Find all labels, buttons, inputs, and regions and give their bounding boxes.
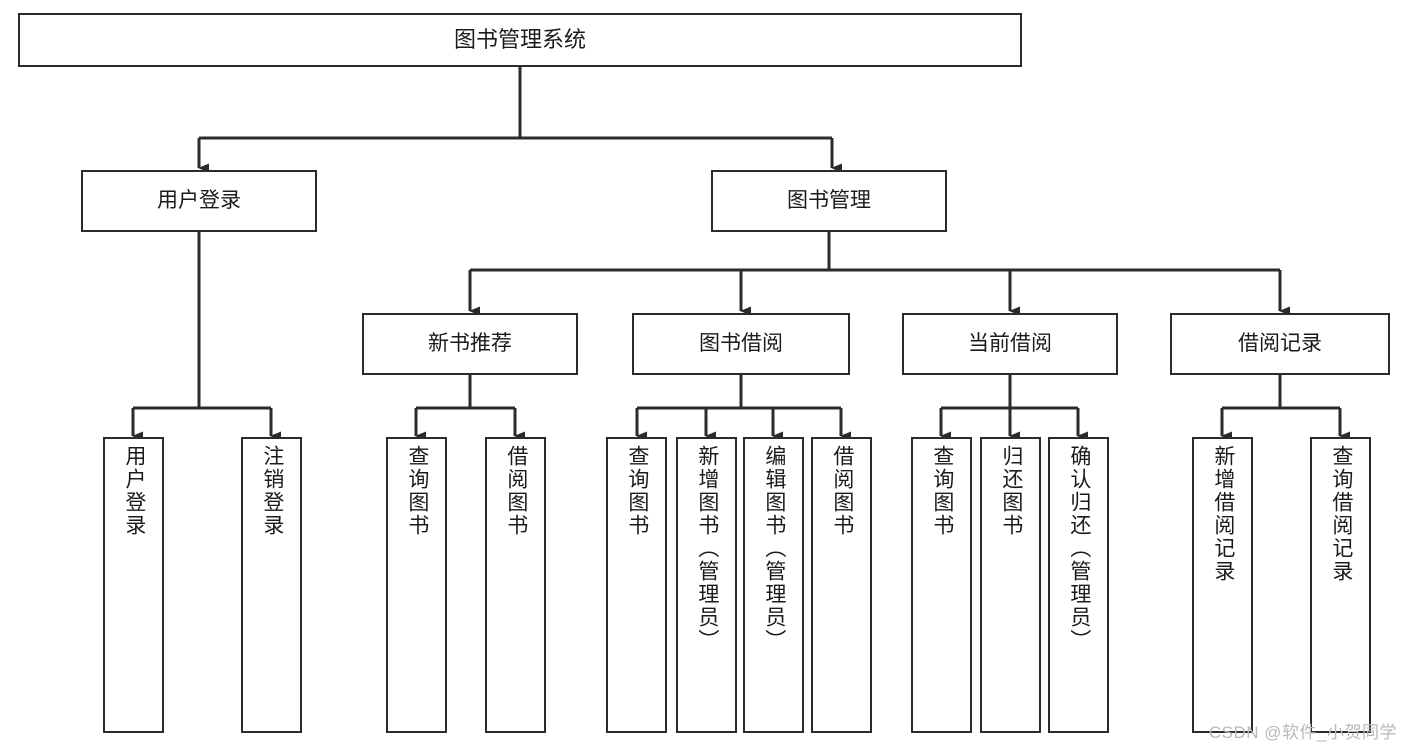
leaf-borrow-book-2[interactable]: 借阅图书 [811,437,872,733]
node-user-login[interactable]: 用户登录 [81,170,317,232]
leaf-add-book[interactable]: 新增图书（管理员） [676,437,737,733]
leaf-query-book-3[interactable]: 查询图书 [911,437,972,733]
leaf-borrow-book-1[interactable]: 借阅图书 [485,437,546,733]
watermark-text: CSDN @软件_小贺同学 [1208,723,1397,742]
leaf-confirm-return[interactable]: 确认归还（管理员） [1048,437,1109,733]
leaf-edit-book[interactable]: 编辑图书（管理员） [743,437,804,733]
node-user-login-label: 用户登录 [157,188,241,212]
node-book-management[interactable]: 图书管理 [711,170,947,232]
node-borrow-record[interactable]: 借阅记录 [1170,313,1390,375]
node-root-label: 图书管理系统 [453,27,586,53]
node-root[interactable]: 图书管理系统 [18,13,1022,67]
node-borrow-record-label: 借阅记录 [1238,331,1322,355]
leaf-logout[interactable]: 注销登录 [241,437,302,733]
leaf-borrow-book-1-label: 借阅图书 [504,445,528,537]
leaf-borrow-book-2-label: 借阅图书 [830,445,854,537]
leaf-return-book-label: 归还图书 [999,445,1023,537]
leaf-query-book-2-label: 查询图书 [625,445,649,537]
node-book-borrow[interactable]: 图书借阅 [632,313,850,375]
leaf-add-record[interactable]: 新增借阅记录 [1192,437,1253,733]
leaf-query-book-1[interactable]: 查询图书 [386,437,447,733]
leaf-confirm-return-label: 确认归还（管理员） [1067,445,1091,652]
leaf-add-book-label: 新增图书（管理员） [695,445,719,652]
leaf-user-login[interactable]: 用户登录 [103,437,164,733]
leaf-query-record-label: 查询借阅记录 [1329,445,1353,583]
leaf-user-login-label: 用户登录 [122,445,146,537]
leaf-edit-book-label: 编辑图书（管理员） [762,445,786,652]
leaf-query-record[interactable]: 查询借阅记录 [1310,437,1371,733]
leaf-return-book[interactable]: 归还图书 [980,437,1041,733]
node-current-borrow-label: 当前借阅 [968,331,1052,355]
leaf-add-record-label: 新增借阅记录 [1211,445,1235,583]
node-new-book-recommend-label: 新书推荐 [428,331,512,355]
leaf-query-book-1-label: 查询图书 [405,445,429,537]
leaf-query-book-3-label: 查询图书 [930,445,954,537]
node-book-borrow-label: 图书借阅 [699,331,783,355]
node-book-management-label: 图书管理 [787,188,871,212]
leaf-logout-label: 注销登录 [260,445,284,537]
node-new-book-recommend[interactable]: 新书推荐 [362,313,578,375]
node-current-borrow[interactable]: 当前借阅 [902,313,1118,375]
leaf-query-book-2[interactable]: 查询图书 [606,437,667,733]
